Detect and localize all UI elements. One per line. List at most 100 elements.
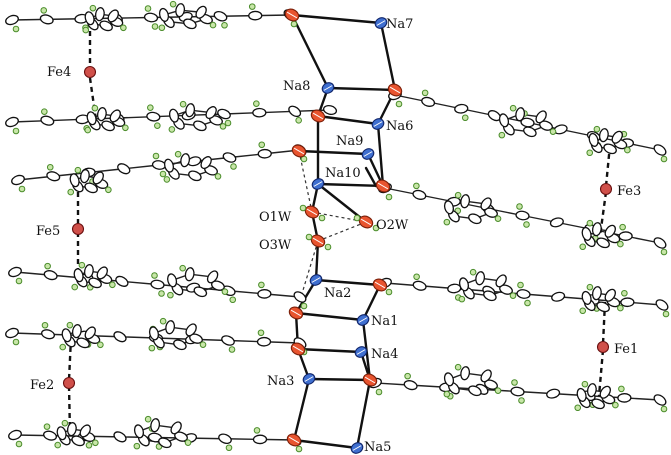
carbon-atom-group: [5, 327, 19, 339]
label-na3: Na3: [267, 374, 294, 389]
hydrogen-atom: [579, 243, 587, 251]
carbon-atom-hatch: [167, 160, 171, 171]
hydrogen-atom: [228, 346, 236, 353]
carbon-atom-hatch: [145, 16, 157, 19]
carbon-atom-hatch: [220, 436, 230, 442]
carbon-atom-group: [495, 274, 507, 288]
carbon-atom-group: [460, 366, 471, 381]
carbon-atom-group: [218, 433, 232, 444]
bond-oj-na5: [292, 438, 359, 450]
fe4-bottom-link: [88, 77, 98, 121]
sodium-atom-na9-group: [361, 148, 375, 160]
oxygen-atom-group: [284, 8, 300, 22]
bond-od-na9: [297, 149, 370, 156]
carbon-atom-hatch: [137, 426, 141, 437]
hydrogen-atom: [586, 283, 594, 291]
carbon-atom-hatch: [86, 185, 97, 191]
carbon-atom-hatch: [83, 170, 87, 182]
bond-o3w-na2: [314, 239, 320, 282]
hydrogen-atom: [586, 219, 594, 227]
carbon-atom-group: [596, 301, 610, 313]
hydrogen-atom: [509, 104, 517, 112]
carbon-atom-hatch: [86, 328, 94, 338]
carbon-atom-hatch: [657, 301, 667, 309]
oxygen-atom-hatch: [290, 309, 302, 317]
carbon-atom-hatch: [463, 196, 467, 207]
carbon-atom-group: [40, 115, 55, 126]
carbon-atom-group: [257, 148, 272, 159]
carbon-atom-group: [222, 152, 237, 163]
bond-na2-og: [294, 278, 318, 315]
carbon-atom-hatch: [295, 293, 305, 301]
hydrogen-atom: [148, 344, 156, 352]
hydrogen-atom: [97, 341, 104, 349]
hydrogen-atom: [586, 149, 594, 157]
hydrogen-atom: [324, 243, 332, 251]
carbon-atom-group: [213, 11, 228, 22]
hydrogen-atom: [494, 215, 502, 222]
carbon-atom-hatch: [405, 383, 416, 388]
carbon-atom-hatch: [598, 240, 609, 246]
bond-na3-oj: [292, 377, 311, 442]
carbon-atom-hatch: [152, 283, 163, 286]
fe1-top-link: [601, 301, 607, 345]
hydrogen-atom: [174, 150, 182, 158]
carbon-atom-group: [101, 120, 115, 132]
hydrogen-atom: [82, 26, 90, 34]
carbon-atom-group: [221, 335, 235, 346]
hydrogen-atom: [91, 104, 99, 112]
carbon-atom-group: [83, 264, 94, 279]
oxygen-atom-group: [358, 215, 374, 229]
hydrogen-atom: [74, 166, 82, 174]
label-na9: Na9: [336, 134, 363, 149]
carbon-atom-hatch: [183, 155, 187, 166]
oxygen-atom-hatch: [288, 436, 300, 444]
oxygen-atom-hatch: [389, 86, 401, 94]
oxygen-atom-group: [310, 234, 326, 248]
carbon-atom-group: [603, 143, 617, 155]
carbon-atom-group: [150, 418, 161, 433]
hydrogen-atom: [158, 24, 166, 32]
hydrogen-atom: [15, 277, 23, 285]
carbon-atom-group: [523, 126, 537, 138]
hydrogen-atom: [184, 439, 192, 446]
carbon-atom-hatch: [593, 401, 604, 407]
carbon-atom-hatch: [547, 391, 559, 396]
hydrogen-atom: [40, 7, 48, 14]
carbon-atom-group: [620, 297, 635, 308]
carbon-atom-group: [11, 174, 25, 186]
hydrogen-atom: [230, 163, 237, 170]
bond-oi-na5: [355, 378, 372, 450]
carbon-atom-group: [41, 329, 55, 340]
fe3-top-link: [604, 144, 612, 187]
bond-of-na1: [361, 283, 382, 322]
carbon-atom-group: [71, 435, 85, 447]
carbon-atom-hatch: [194, 123, 205, 129]
sodium-atom-na6-group: [371, 118, 385, 130]
label-na7: Na7: [386, 17, 413, 32]
carbon-atom-group: [109, 109, 121, 123]
carbon-atom-group: [150, 279, 165, 290]
hydrogen-atom: [511, 379, 518, 386]
hydrogen-atom: [151, 23, 159, 30]
carbon-atom-group: [421, 96, 436, 107]
carbon-atom-hatch: [602, 129, 606, 141]
hydrogen-atom: [372, 224, 380, 232]
carbon-atom-hatch: [524, 129, 535, 135]
hydrogen-atom: [624, 146, 631, 154]
carbon-atom-group: [483, 290, 497, 302]
label-fe4: Fe4: [47, 65, 71, 80]
iron-atom-fe5: [71, 222, 85, 236]
oxygen-atom-group: [372, 278, 388, 292]
hydrogen-atom: [221, 288, 229, 295]
carbon-atom-group: [596, 237, 610, 249]
carbon-atom-group: [549, 217, 564, 228]
carbon-atom-hatch: [174, 342, 185, 348]
bond-na3-oi: [307, 377, 372, 382]
sodium-atom-na6-hatch: [373, 121, 383, 127]
carbon-atom-group: [117, 163, 131, 175]
hydrogen-atom: [524, 299, 531, 307]
carbon-atom-hatch: [295, 339, 305, 347]
carbon-atom-hatch: [223, 338, 233, 343]
hydrogen-atom: [413, 273, 420, 281]
